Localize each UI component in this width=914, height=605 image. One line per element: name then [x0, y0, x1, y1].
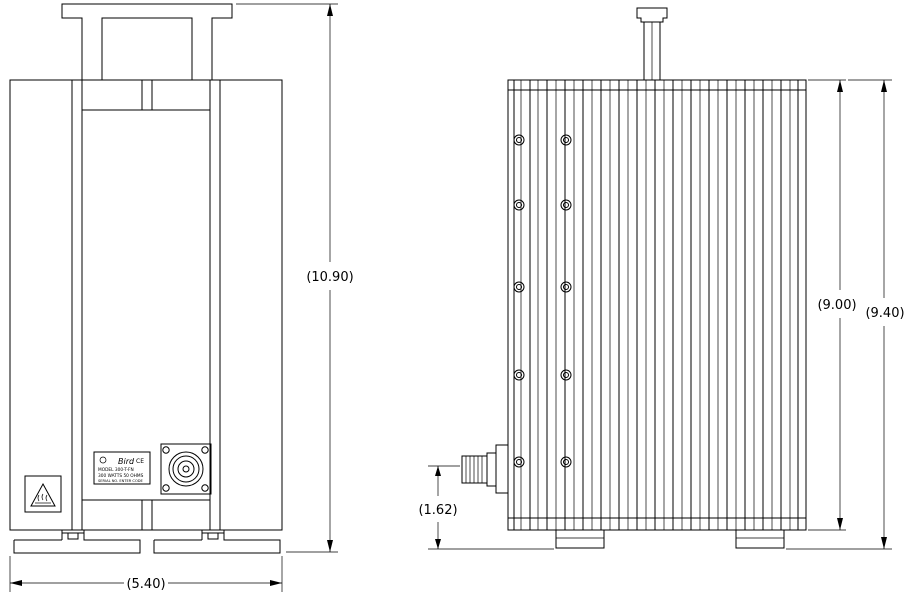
dim-label-side-outer-height: (9.40): [865, 306, 904, 321]
screw: [513, 369, 525, 381]
dimension-connector-height: (1.62): [418, 465, 554, 550]
screw: [560, 281, 572, 293]
carry-handle: [61, 3, 233, 81]
dim-label-front-width: (5.40): [126, 577, 165, 592]
screw: [560, 369, 572, 381]
front-feet: [13, 530, 281, 554]
screw: [560, 134, 572, 146]
front-body: [9, 79, 283, 531]
dimension-front-width: (5.40): [9, 556, 283, 592]
screw: [513, 456, 525, 468]
side-feet: [555, 529, 785, 549]
label-plate: Bird CE MODEL 300-T-FN 300 WATTS 50 OHMS…: [93, 451, 151, 485]
screw: [513, 281, 525, 293]
brand-label: Bird: [118, 457, 135, 466]
screw: [560, 199, 572, 211]
dim-label-side-inner-height: (9.00): [817, 298, 856, 313]
mounting-screws: [513, 134, 572, 468]
dimension-side-inner-height: (9.00): [808, 79, 857, 531]
dimension-front-height: (10.90): [236, 3, 354, 553]
dim-label-front-height: (10.90): [306, 270, 353, 285]
dim-label-connector-height: (1.62): [418, 503, 457, 518]
rating-line: 300 WATTS 50 OHMS: [98, 473, 144, 479]
model-line: MODEL 300-T-FN: [98, 467, 134, 473]
ce-mark: CE: [136, 458, 144, 465]
side-handle: [636, 7, 668, 81]
screw: [560, 456, 572, 468]
side-connector: [461, 444, 509, 494]
hot-surface-icon: [24, 475, 62, 513]
dimension-side-outer-height: (9.40): [786, 79, 905, 550]
front-panel: [81, 109, 211, 501]
heatsink-fins: [513, 80, 799, 530]
screw: [513, 134, 525, 146]
heatsink-body: [507, 79, 807, 531]
screw: [513, 199, 525, 211]
front-view: Bird CE MODEL 300-T-FN 300 WATTS 50 OHMS…: [9, 3, 283, 554]
side-view: [461, 7, 807, 549]
serial-line: SERIAL NO. ENTER CODE: [98, 479, 144, 483]
connector-flange: [160, 443, 212, 495]
